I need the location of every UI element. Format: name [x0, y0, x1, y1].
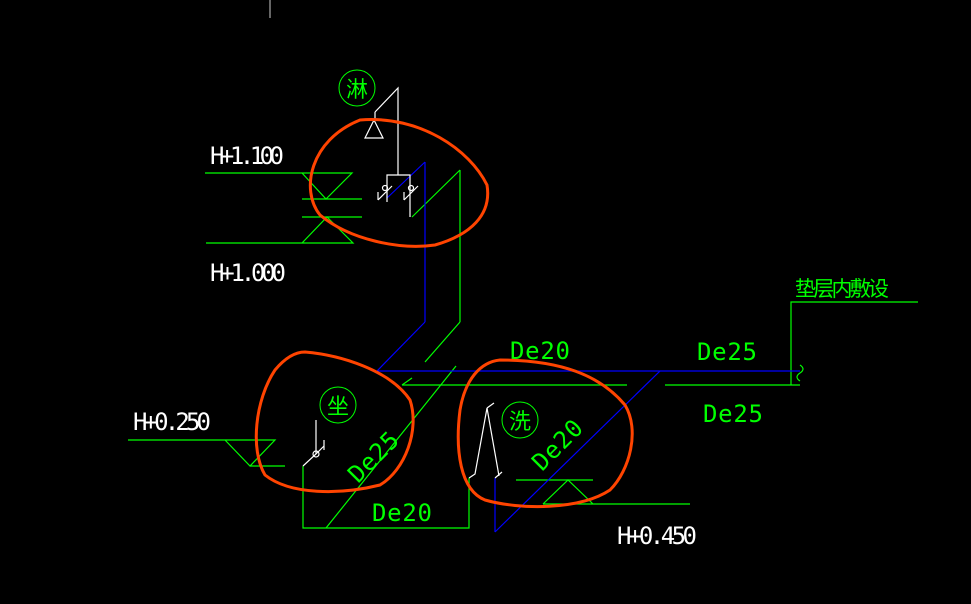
elevation-mark-1100	[205, 172, 354, 200]
elevation-label-1000: H+1.000	[210, 259, 286, 287]
fixture-tag-basin: 洗	[501, 401, 539, 439]
markup-circle-basin	[456, 358, 634, 509]
fixture-tag-shower: 淋	[338, 69, 376, 107]
green-pipes	[302, 169, 918, 529]
markup-circle-toilet	[254, 350, 415, 494]
shower-riser	[374, 86, 399, 175]
markup-circle-shower	[308, 118, 490, 248]
svg-text:洗: 洗	[509, 410, 531, 435]
pipe-label-de25-right-bottom: De25	[703, 400, 763, 428]
pipe-label-de25-right-top: De25	[697, 338, 757, 366]
elevation-label-0450: H+0.450	[617, 522, 697, 550]
fixture-tag-toilet: 坐	[319, 386, 357, 424]
note-cushion-laying: 垫层内敷设	[795, 277, 889, 301]
shower-head-icon	[364, 118, 384, 139]
elevation-label-1100: H+1.100	[210, 142, 284, 170]
elevation-mark-0250	[128, 439, 277, 467]
fixture-symbols	[302, 86, 503, 479]
pipe-label-de20-diagonal: De20	[526, 414, 588, 476]
shower-valves	[386, 174, 411, 217]
labels: H+1.100 H+1.000 H+0.250 H+0.450 De20 De2…	[133, 142, 889, 550]
pipe-label-de25-diagonal: De25	[342, 426, 404, 488]
elevation-label-0250: H+0.250	[133, 408, 211, 436]
elevation-mark-1000	[206, 216, 355, 244]
toilet-connection	[302, 420, 317, 467]
markup-annotations	[254, 118, 634, 509]
svg-text:坐: 坐	[327, 395, 349, 420]
svg-text:淋: 淋	[346, 78, 368, 103]
basin-faucet	[468, 407, 500, 479]
elevation-mark-0450	[542, 479, 690, 505]
pipe-label-de20-bottom: De20	[372, 499, 432, 527]
